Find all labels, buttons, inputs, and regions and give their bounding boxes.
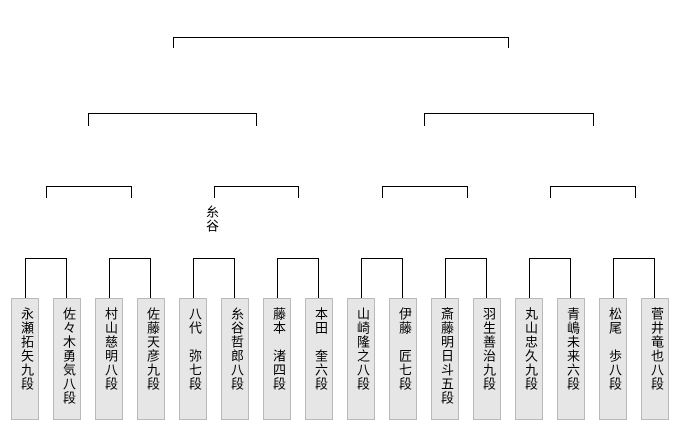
player-slot-3: 村山慈明八段	[95, 298, 123, 420]
round2-bracket-4	[550, 186, 636, 198]
round1-bracket-2	[109, 258, 151, 298]
player-name: 佐藤天彦九段	[144, 307, 159, 391]
player-slot-10: 伊藤 匠七段	[389, 298, 417, 420]
player-name: 山崎隆之八段	[354, 307, 369, 391]
round3-bracket-1	[88, 113, 257, 126]
player-name: 青嶋未来六段	[564, 307, 579, 391]
player-slot-9: 山崎隆之八段	[347, 298, 375, 420]
player-slot-5: 八代 弥七段	[179, 298, 207, 420]
round1-bracket-8	[613, 258, 655, 298]
player-slot-6: 糸谷哲郎八段	[221, 298, 249, 420]
player-slot-11: 斎藤明日斗五段	[431, 298, 459, 420]
player-name: 佐々木勇気八段	[60, 307, 75, 405]
player-name: 羽生善治九段	[480, 307, 495, 391]
player-slot-2: 佐々木勇気八段	[53, 298, 81, 420]
round1-bracket-3	[193, 258, 235, 298]
player-name: 永瀬拓矢九段	[18, 307, 33, 391]
player-slot-16: 菅井竜也八段	[641, 298, 669, 420]
player-name: 斎藤明日斗五段	[438, 307, 453, 405]
round1-bracket-6	[445, 258, 487, 298]
player-name: 本田 奎六段	[312, 307, 327, 391]
player-name: 伊藤 匠七段	[396, 307, 411, 391]
player-slot-7: 藤本 渚四段	[263, 298, 291, 420]
player-slot-1: 永瀬拓矢九段	[11, 298, 39, 420]
player-slot-8: 本田 奎六段	[305, 298, 333, 420]
round2-bracket-1	[46, 186, 132, 198]
round1-bracket-7	[529, 258, 571, 298]
player-name: 八代 弥七段	[186, 307, 201, 391]
round1-bracket-5	[361, 258, 403, 298]
player-name: 村山慈明八段	[102, 307, 117, 391]
player-name: 松尾 歩八段	[606, 307, 621, 391]
round2-bracket-2	[214, 186, 299, 198]
player-slot-14: 青嶋未来六段	[557, 298, 585, 420]
player-name: 菅井竜也八段	[648, 307, 663, 391]
player-slot-15: 松尾 歩八段	[599, 298, 627, 420]
player-slot-4: 佐藤天彦九段	[137, 298, 165, 420]
round1-bracket-4	[277, 258, 319, 298]
round3-bracket-2	[424, 113, 594, 126]
winner-note: 糸谷	[203, 205, 218, 233]
round2-bracket-3	[382, 186, 468, 198]
final-bracket	[173, 37, 509, 48]
player-name: 藤本 渚四段	[270, 307, 285, 391]
player-name: 丸山忠久九段	[522, 307, 537, 391]
player-name: 糸谷哲郎八段	[228, 307, 243, 391]
round1-bracket-1	[25, 258, 67, 298]
player-slot-13: 丸山忠久九段	[515, 298, 543, 420]
player-slot-12: 羽生善治九段	[473, 298, 501, 420]
